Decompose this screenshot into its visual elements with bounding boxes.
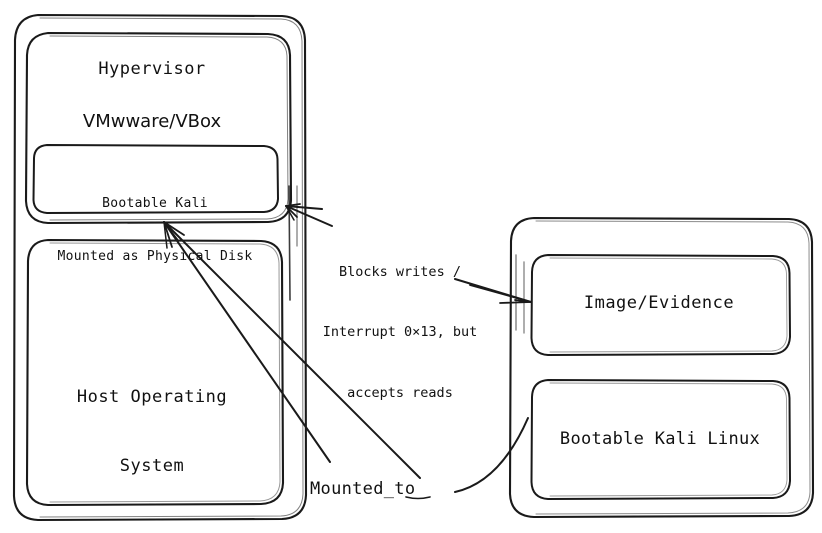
bootable-kali-linux-box[interactable] <box>530 379 791 500</box>
bootable-kali-vm-box[interactable] <box>32 144 279 214</box>
image-evidence-box[interactable] <box>530 254 791 356</box>
connector-blocks-writes-left <box>285 185 333 301</box>
connector-mounted-to <box>163 221 529 500</box>
host-machine-container[interactable] <box>12 13 308 522</box>
evidence-machine-container[interactable] <box>508 216 815 519</box>
hypervisor-box[interactable] <box>24 31 293 225</box>
connector-blocks-writes-right <box>454 254 532 334</box>
host-operating-system-box[interactable] <box>25 238 285 507</box>
